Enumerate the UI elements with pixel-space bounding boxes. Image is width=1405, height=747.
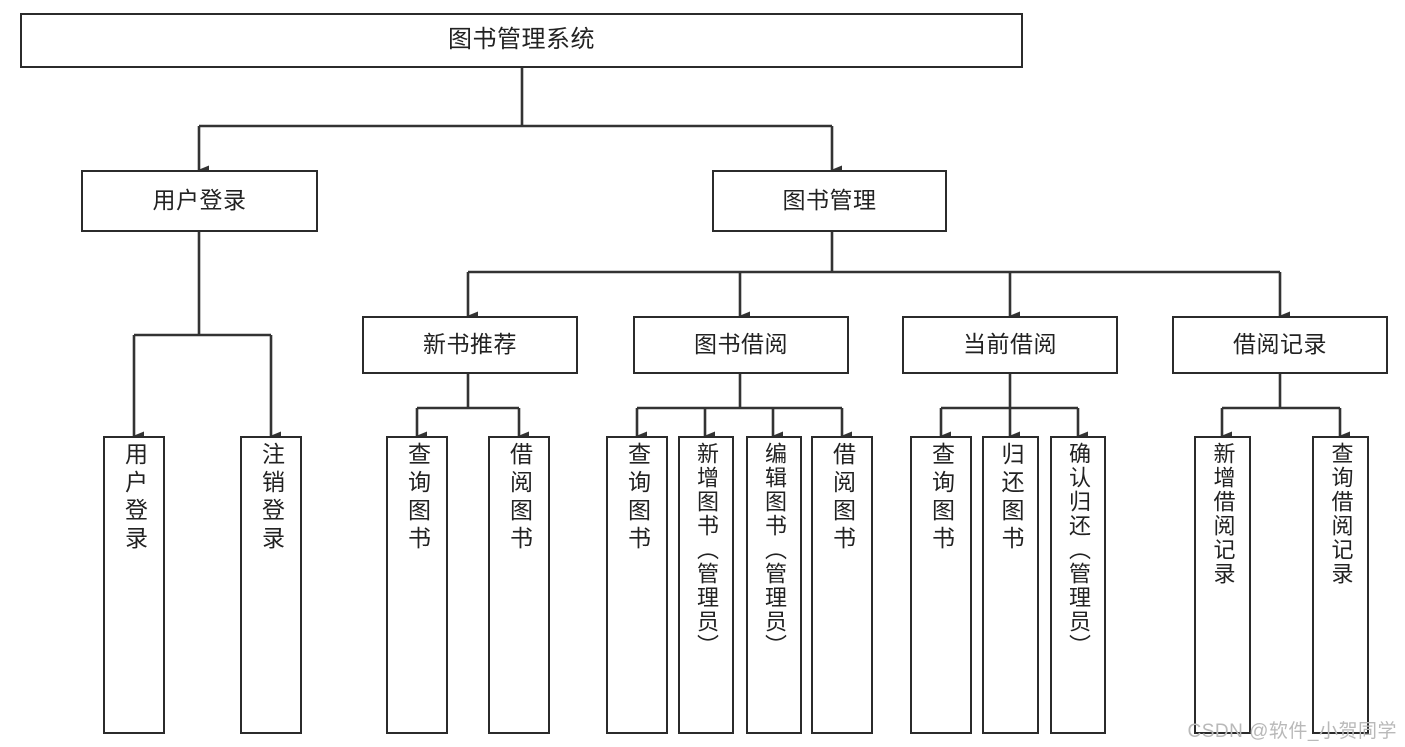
node-leaf-user-login[interactable]: 用户登录 <box>103 436 165 734</box>
node-leaf-query-record-label: 查询借阅记录 <box>1328 442 1354 586</box>
node-leaf-borrow-book-2[interactable]: 借阅图书 <box>811 436 873 734</box>
node-leaf-logout-login[interactable]: 注销登录 <box>240 436 302 734</box>
csdn-watermark: CSDN @软件_小贺同学 <box>1187 721 1397 742</box>
node-leaf-query-book-2[interactable]: 查询图书 <box>606 436 668 734</box>
node-leaf-return-book-label: 归还图书 <box>998 442 1024 554</box>
node-borrow-record-label: 借阅记录 <box>1233 331 1327 358</box>
node-leaf-add-record-label: 新增借阅记录 <box>1210 442 1236 586</box>
node-user-login[interactable]: 用户登录 <box>81 170 318 232</box>
node-book-borrow-label: 图书借阅 <box>694 331 788 358</box>
node-leaf-borrow-book-1-label: 借阅图书 <box>506 442 533 554</box>
node-root-label: 图书管理系统 <box>448 26 595 54</box>
node-leaf-query-book-2-label: 查询图书 <box>624 442 651 554</box>
node-leaf-add-book[interactable]: 新增图书（管理员） <box>678 436 734 734</box>
node-book-manage-label: 图书管理 <box>782 187 877 214</box>
node-leaf-user-login-label: 用户登录 <box>121 442 148 554</box>
node-leaf-confirm-return-label: 确认归还（管理员） <box>1066 442 1091 658</box>
node-leaf-confirm-return[interactable]: 确认归还（管理员） <box>1050 436 1106 734</box>
node-leaf-query-record[interactable]: 查询借阅记录 <box>1312 436 1369 734</box>
node-leaf-add-book-label: 新增图书（管理员） <box>694 442 719 658</box>
node-book-manage[interactable]: 图书管理 <box>712 170 947 232</box>
node-leaf-borrow-book-1[interactable]: 借阅图书 <box>488 436 550 734</box>
node-leaf-borrow-book-2-label: 借阅图书 <box>829 442 856 554</box>
node-leaf-query-book-3-label: 查询图书 <box>928 442 955 554</box>
node-borrow-record[interactable]: 借阅记录 <box>1172 316 1388 374</box>
node-leaf-return-book[interactable]: 归还图书 <box>982 436 1039 734</box>
node-leaf-query-book-1[interactable]: 查询图书 <box>386 436 448 734</box>
node-leaf-query-book-1-label: 查询图书 <box>404 442 431 554</box>
node-leaf-add-record[interactable]: 新增借阅记录 <box>1194 436 1251 734</box>
node-book-borrow[interactable]: 图书借阅 <box>633 316 849 374</box>
node-new-book-recommend[interactable]: 新书推荐 <box>362 316 578 374</box>
node-user-login-label: 用户登录 <box>152 187 247 214</box>
node-root[interactable]: 图书管理系统 <box>20 13 1023 68</box>
node-current-borrow-label: 当前借阅 <box>963 331 1057 358</box>
node-leaf-logout-login-label: 注销登录 <box>258 442 285 554</box>
node-new-book-recommend-label: 新书推荐 <box>423 331 517 358</box>
node-leaf-query-book-3[interactable]: 查询图书 <box>910 436 972 734</box>
node-current-borrow[interactable]: 当前借阅 <box>902 316 1118 374</box>
node-leaf-edit-book[interactable]: 编辑图书（管理员） <box>746 436 802 734</box>
node-leaf-edit-book-label: 编辑图书（管理员） <box>762 442 787 658</box>
